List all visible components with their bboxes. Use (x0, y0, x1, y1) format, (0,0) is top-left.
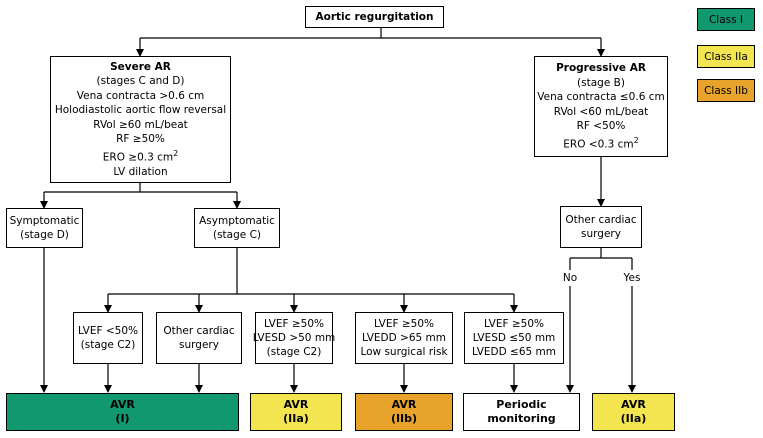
progressive-line: (stage B) (577, 76, 625, 89)
other-surgery-right-line: Other cardiac (565, 214, 637, 226)
outcome-line: (I) (115, 412, 130, 425)
asymptomatic-box: Asymptomatic (stage C) (194, 208, 280, 248)
criteria-box-5: LVEF ≥50% LVESD ≤50 mm LVEDD ≤65 mm (464, 312, 564, 364)
symptomatic-line: (stage D) (20, 229, 69, 241)
progressive-ar-title: Progressive AR (556, 62, 646, 75)
symptomatic-box: Symptomatic (stage D) (6, 208, 83, 248)
asymptomatic-line: (stage C) (212, 229, 261, 241)
criteria-line: LVEF ≥50% (373, 318, 435, 330)
criteria-line: LVEDD ≤65 mm (472, 346, 556, 358)
criteria-line: LVEF ≥50% (263, 318, 325, 330)
legend-class-i: Class I (697, 8, 755, 31)
symptomatic-line: Symptomatic (9, 215, 80, 227)
root-title: Aortic regurgitation (315, 11, 434, 23)
root-box: Aortic regurgitation (305, 6, 444, 28)
criteria-line: Other cardiac (163, 325, 235, 337)
criteria-line: LVESD ≤50 mm (472, 332, 556, 344)
legend-label: Class IIa (704, 50, 748, 63)
severe-ero-line: ERO ≥0.3 cm2 (103, 147, 178, 165)
progressive-line: RF <50% (576, 120, 626, 133)
other-surgery-right-box: Other cardiac surgery (560, 206, 642, 248)
criteria-line: LVEF <50% (77, 325, 139, 337)
severe-ero-text: ERO ≥0.3 cm (102, 151, 174, 164)
asymptomatic-line: Asymptomatic (199, 215, 275, 227)
criteria-line: Low surgical risk (360, 346, 448, 358)
progressive-ero-line: ERO <0.3 cm2 (563, 134, 638, 152)
legend-label: Class IIb (704, 84, 748, 97)
progressive-line: Vena contracta ≤0.6 cm (537, 91, 665, 104)
no-label: No (562, 272, 578, 284)
outcome-avr-class-i: AVR (I) (6, 393, 239, 431)
progressive-ero-sup: 2 (633, 135, 639, 145)
connector-asymptomatic (108, 248, 514, 295)
criteria-box-2: Other cardiac surgery (156, 312, 242, 364)
yes-label: Yes (623, 272, 641, 284)
outcome-line: AVR (110, 398, 135, 411)
criteria-box-1: LVEF <50% (stage C2) (73, 312, 143, 364)
progressive-ar-box: Progressive AR (stage B) Vena contracta … (534, 56, 668, 157)
outcome-line: AVR (391, 398, 417, 411)
outcome-line: (IIa) (283, 412, 309, 425)
outcome-avr-class-iia: AVR (IIa) (250, 393, 342, 431)
criteria-line: LVEDD >65 mm (362, 332, 446, 344)
legend-class-iia: Class IIa (697, 45, 755, 68)
severe-ero-sup: 2 (173, 148, 179, 158)
severe-line: RF ≥50% (116, 133, 165, 146)
severe-line: LV dilation (113, 165, 168, 178)
criteria-line: (stage C2) (80, 339, 136, 351)
outcome-avr-class-iib: AVR (IIb) (355, 393, 453, 431)
criteria-box-3: LVEF ≥50% LVESD >50 mm (stage C2) (252, 312, 336, 364)
severe-line: (stages C and D) (96, 75, 185, 88)
outcome-line: AVR (283, 398, 309, 411)
connector-surgery (570, 248, 632, 259)
connector-severe (44, 183, 237, 193)
legend-class-iib: Class IIb (697, 79, 755, 102)
outcome-line: monitoring (487, 412, 556, 425)
severe-line: Holodiastolic aortic flow reversal (54, 104, 227, 117)
progressive-line: RVol <60 mL/beat (553, 105, 649, 118)
severe-ar-title: Severe AR (110, 60, 171, 73)
outcome-avr-class-iia-right: AVR (IIa) (592, 393, 675, 431)
criteria-box-4: LVEF ≥50% LVEDD >65 mm Low surgical risk (355, 312, 453, 364)
criteria-line: (stage C2) (266, 346, 322, 358)
connector-title (140, 28, 601, 39)
progressive-ero-text: ERO <0.3 cm (563, 138, 634, 151)
legend-label: Class I (708, 13, 744, 26)
severe-line: RVol ≥60 mL/beat (93, 118, 188, 131)
outcome-line: (IIa) (620, 412, 647, 425)
outcome-line: Periodic (496, 398, 547, 411)
criteria-line: surgery (179, 339, 219, 351)
severe-ar-box: Severe AR (stages C and D) Vena contract… (50, 56, 231, 183)
criteria-line: LVEF ≥50% (483, 318, 545, 330)
other-surgery-right-line: surgery (581, 228, 621, 240)
outcome-periodic-monitoring: Periodic monitoring (463, 393, 580, 431)
outcome-line: (IIb) (390, 412, 418, 425)
severe-line: Vena contracta >0.6 cm (76, 89, 205, 102)
outcome-line: AVR (621, 398, 646, 411)
criteria-line: LVESD >50 mm (252, 332, 336, 344)
